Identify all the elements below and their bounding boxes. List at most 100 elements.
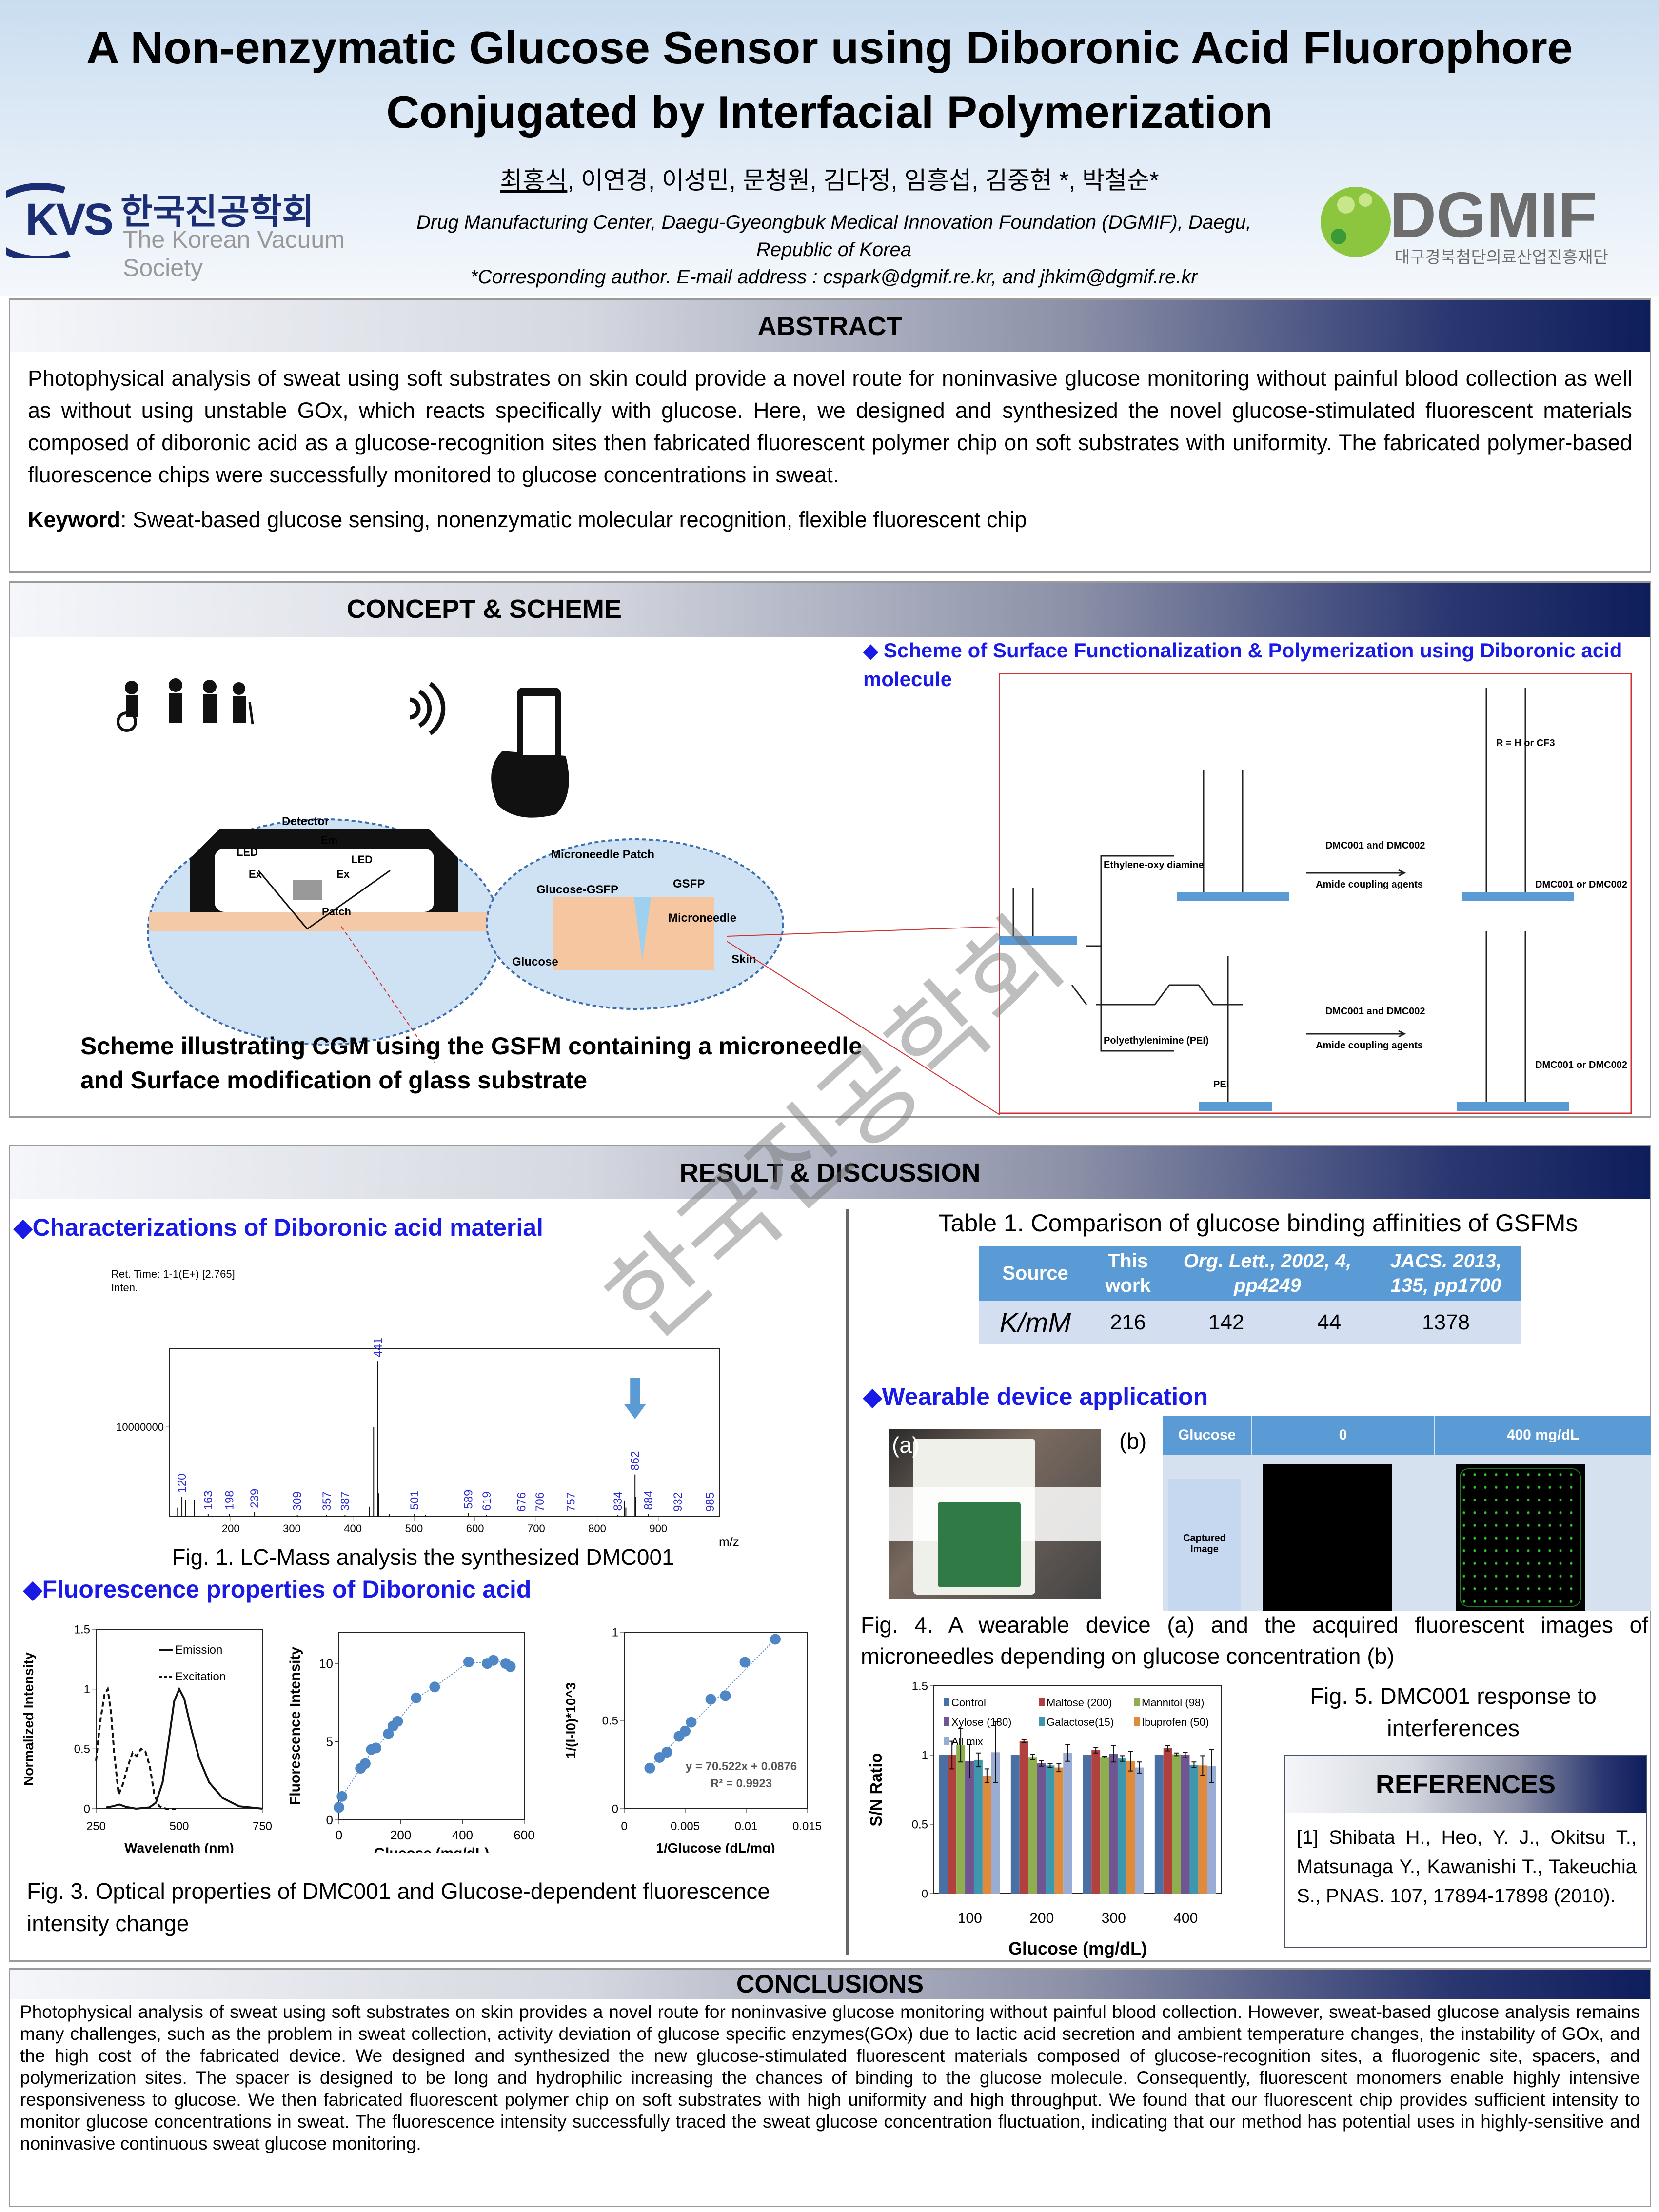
- error-bar: [958, 1728, 964, 1763]
- peak-label: 441: [372, 1338, 385, 1357]
- table-cell: 142: [1165, 1301, 1288, 1344]
- dgmif-korean-name: 대구경북첨단의료산업진흥재단: [1395, 248, 1608, 267]
- table-cell: 44: [1288, 1301, 1370, 1344]
- x-tick-label: 800: [588, 1522, 606, 1535]
- x-tick-label: 250: [86, 1820, 106, 1833]
- table-header-row: Source This work Org. Lett., 2002, 4, pp…: [979, 1246, 1521, 1301]
- data-point: [686, 1717, 697, 1728]
- bar-ibuprofen: [1126, 1761, 1135, 1894]
- bar-control: [1083, 1755, 1092, 1894]
- error-bar: [1128, 1751, 1133, 1772]
- keyword-text: : Sweat-based glucose sensing, nonenzyma…: [120, 507, 1027, 532]
- fig1-caption: Fig. 1. LC-Mass analysis the synthesized…: [172, 1544, 674, 1570]
- peak-label: 387: [338, 1491, 352, 1511]
- author-list: 최홍식, 이연경, 이성민, 문청원, 김다정, 임흥섭, 김중현 *, 박철순…: [0, 161, 1659, 196]
- data-point: [644, 1762, 655, 1774]
- plot-area: [169, 1348, 720, 1517]
- x-category-label: 400: [1173, 1910, 1198, 1926]
- data-point: [371, 1742, 381, 1754]
- bar-maltose: [1163, 1748, 1172, 1894]
- skin-layer: [149, 912, 500, 931]
- bar-maltose: [948, 1755, 957, 1894]
- bar-control: [1154, 1755, 1164, 1894]
- x-tick-label: 300: [283, 1522, 301, 1535]
- y-tick-label: 1.5: [74, 1623, 90, 1636]
- kvs-abbr: KVS: [25, 195, 114, 244]
- microneedle-shape: [634, 897, 651, 961]
- label-em: Em: [321, 834, 337, 846]
- peak-label: 239: [248, 1489, 261, 1508]
- fluorescent-image-400: [1456, 1464, 1585, 1611]
- bar-xylose: [1181, 1755, 1190, 1894]
- conclusions-heading: CONCLUSIONS: [10, 1970, 1650, 1999]
- table-row: K/mM 216 142 44 1378: [979, 1301, 1521, 1344]
- x-axis-label: Wavelength (nm): [124, 1840, 234, 1853]
- x-tick-label: 600: [514, 1828, 534, 1842]
- series-line-excitation: [95, 1686, 176, 1810]
- peak-label: 357: [320, 1491, 334, 1511]
- captured-image-table: Glucose 0 400 mg/dL Captured Image: [1163, 1416, 1651, 1611]
- label-glucose-gsfp: Glucose-GSFP: [536, 883, 618, 896]
- abstract-heading: ABSTRACT: [10, 300, 1650, 352]
- kvs-logo: KVS 한국진공학회 The Korean Vacuum Society: [6, 180, 391, 281]
- label-led-right: LED: [351, 853, 373, 866]
- dgmif-globe-icon: [1321, 187, 1391, 257]
- error-bar: [975, 1752, 981, 1768]
- error-bar: [1093, 1747, 1099, 1754]
- error-bar: [1165, 1745, 1170, 1752]
- data-point: [705, 1694, 716, 1705]
- chem-label-amide-1: Amide coupling agents: [1316, 879, 1423, 890]
- corresponding-author: *Corresponding author. E-mail address : …: [470, 266, 1198, 288]
- dgmif-logo: DGMIF 대구경북첨단의료산업진흥재단: [1317, 178, 1639, 267]
- table-cell: 216: [1091, 1301, 1165, 1344]
- bar-control: [939, 1755, 948, 1894]
- x-axis-label: m/z: [719, 1534, 739, 1549]
- chem-label-dmc-and-1: DMC001 and DMC002: [1325, 840, 1425, 851]
- bar-xylose: [965, 1761, 974, 1894]
- wireless-signal-icon: [409, 682, 446, 735]
- error-bar: [1119, 1755, 1125, 1762]
- subheading-fluorescence-text: Fluorescence properties of Diboronic aci…: [42, 1576, 532, 1603]
- y-tick-label: 10: [319, 1656, 333, 1671]
- table-header: JACS. 2013, 135, pp1700: [1370, 1246, 1521, 1301]
- x-tick-label: 0.015: [792, 1820, 822, 1833]
- bar-galactose(15): [1046, 1765, 1055, 1894]
- legend-label: Control: [951, 1697, 986, 1709]
- glass-substrates: [999, 892, 1574, 1111]
- peak-label: 884: [642, 1490, 655, 1510]
- smartphone-hand-icon: [491, 688, 569, 818]
- data-point: [463, 1656, 474, 1667]
- kvs-arc-icon: [6, 182, 71, 258]
- y-axis-label: S/N Ratio: [867, 1753, 886, 1826]
- error-bar: [1183, 1752, 1188, 1758]
- bar-all: [1135, 1767, 1144, 1894]
- bar-mannitol: [956, 1745, 966, 1894]
- bar-galactose(15): [1117, 1758, 1126, 1894]
- y-tick-label: 1.5: [912, 1679, 928, 1693]
- data-point: [392, 1716, 403, 1727]
- x-tick-label: 0.01: [735, 1820, 758, 1833]
- error-bar: [1191, 1761, 1197, 1768]
- label-patch: Patch: [322, 906, 351, 918]
- abstract-section: ABSTRACT Photophysical analysis of sweat…: [9, 298, 1651, 573]
- conclusions-section: CONCLUSIONS Photophysical analysis of sw…: [9, 1968, 1651, 2207]
- detector-icon: [293, 880, 322, 900]
- peak-label: 932: [672, 1492, 685, 1512]
- bar-control: [1010, 1755, 1020, 1894]
- y-tick-label: 1: [612, 1626, 618, 1639]
- fit-r-squared: R² = 0.9923: [711, 1777, 772, 1790]
- error-bar: [1030, 1754, 1035, 1760]
- poster-title-line2: Conjugated by Interfacial Polymerization: [386, 86, 1273, 138]
- error-bar: [967, 1744, 972, 1778]
- error-bar: [993, 1721, 998, 1783]
- data-point: [488, 1655, 499, 1666]
- x-tick-label: 0.005: [671, 1820, 700, 1833]
- legend-swatch: [944, 1717, 949, 1726]
- reference-item: [1] Shibata H., Heo, Y. J., Okitsu T., M…: [1297, 1827, 1637, 1907]
- error-bar: [1174, 1752, 1179, 1757]
- fig3-caption: Fig. 3. Optical properties of DMC001 and…: [27, 1878, 770, 1936]
- y-tick-label: 0.5: [912, 1818, 928, 1831]
- y-tick-label: 1: [84, 1683, 90, 1696]
